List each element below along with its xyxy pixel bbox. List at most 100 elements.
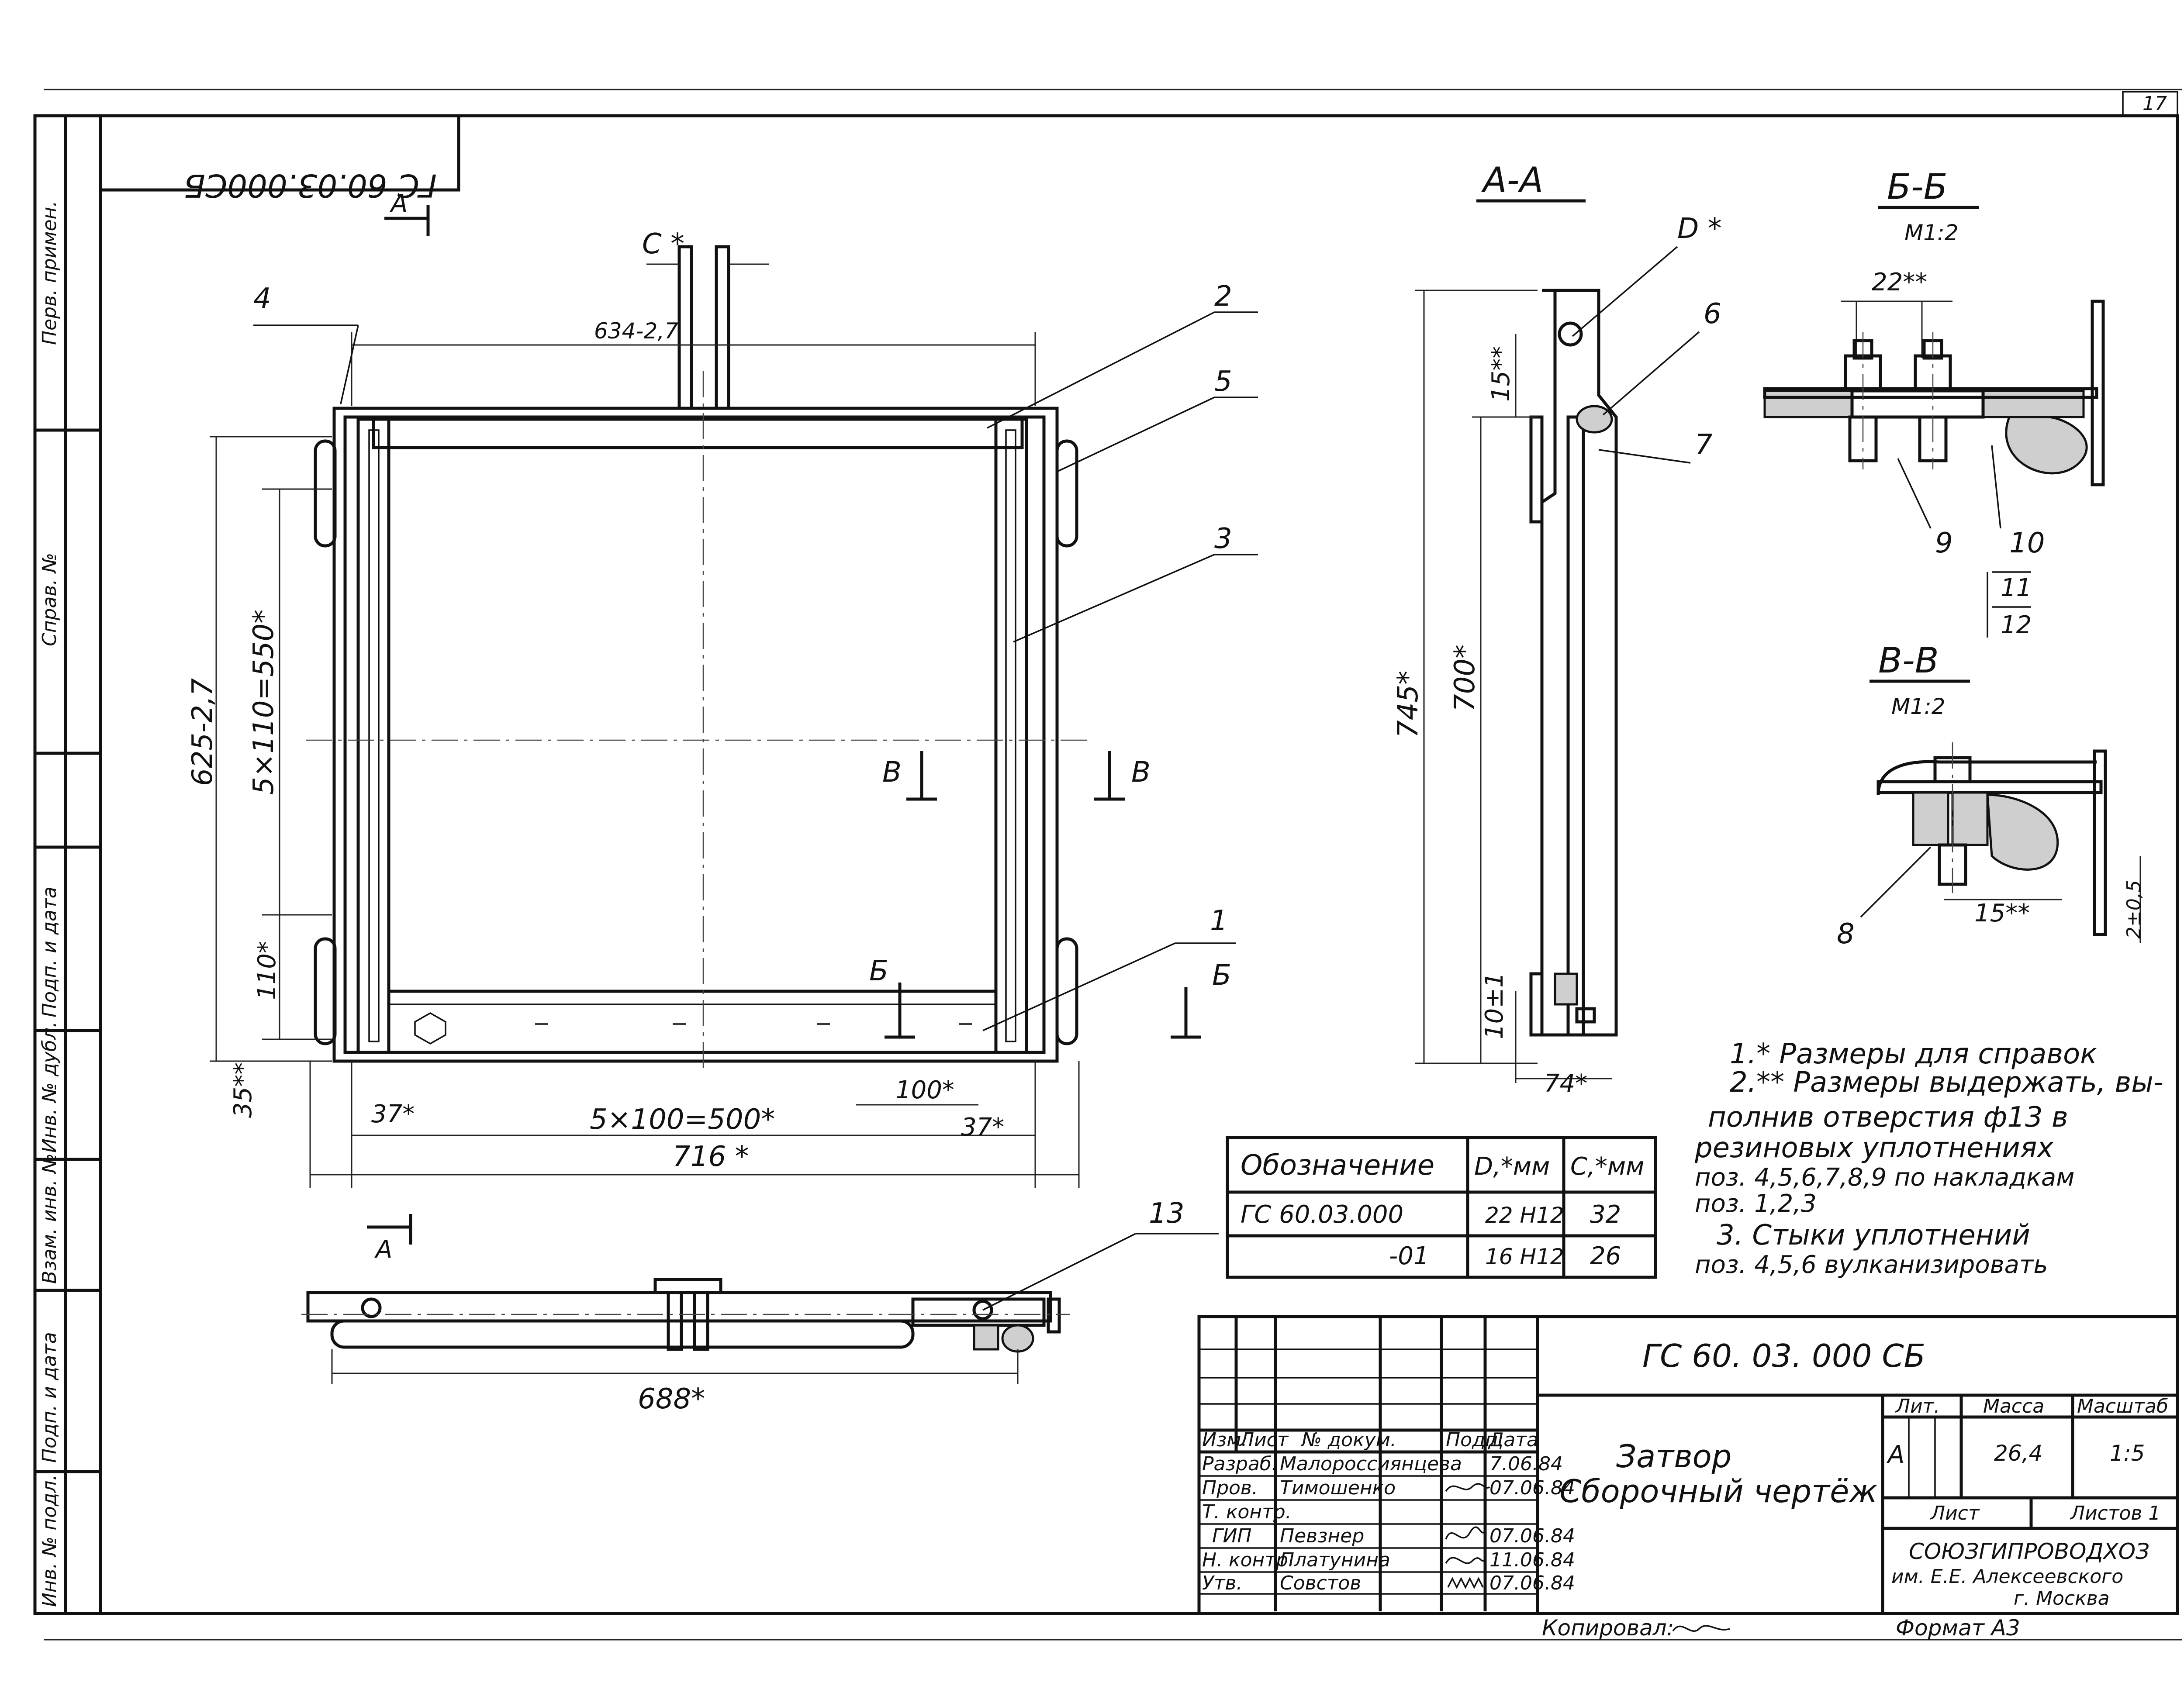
copied-label: Копировал:: [1542, 1615, 1674, 1641]
tb-col-doc: № докум.: [1300, 1429, 1396, 1451]
section-bb: Б-Б М1:2 22** 9 10 11 12: [1763, 166, 2105, 639]
bb-dim-22: 22**: [1872, 268, 1927, 297]
tb-name-approver: Совстов: [1280, 1572, 1361, 1594]
note-line-7: 3. Стыки уплотнений: [1717, 1219, 2030, 1252]
tb-date-checker: 07.06.84: [1489, 1477, 1575, 1499]
pos-6: 6: [1704, 298, 1721, 330]
section-vv-title: В-В: [1878, 640, 1939, 681]
left-binding-strip: Перв. примен. Справ. № Подп. и дата Инв.…: [33, 114, 102, 1615]
tb-org-line-1: СОЮЗГИПРОВОДХОЗ: [1909, 1539, 2149, 1564]
tb-date-norm-control: 11.06.84: [1489, 1549, 1575, 1571]
note-line-6: поз. 1,2,3: [1695, 1190, 1817, 1218]
tb-scale-label: Масштаб: [2077, 1395, 2168, 1417]
cut-b-left: Б: [869, 955, 888, 987]
variants-row2-d: 16 Н12: [1485, 1244, 1564, 1269]
dim-110: 110*: [253, 941, 281, 1000]
aa-dim-d: D *: [1677, 213, 1722, 245]
tb-name-line-2: Сборочный чертёж: [1559, 1473, 1877, 1510]
vv-dim-2: 2±0,5: [2123, 880, 2145, 939]
tb-date-approver: 07.06.84: [1489, 1572, 1575, 1594]
strip-label-ref-no: Справ. №: [38, 553, 61, 646]
section-aa-title: А-А: [1481, 160, 1543, 200]
tb-role-tech-control: Т. контр.: [1202, 1501, 1292, 1523]
dim-height: 625-2,7: [187, 678, 219, 786]
variants-table: Обозначение D,*мм C,*мм ГС 60.03.000 22 …: [1226, 1136, 1657, 1279]
tb-mass-label: Масса: [1983, 1395, 2044, 1417]
tb-date-developer: 7.06.84: [1489, 1453, 1563, 1475]
tb-scale-value: 1:5: [2110, 1441, 2145, 1466]
tb-sheets-label: Листов 1: [2070, 1502, 2160, 1524]
tb-lit-label: Лит.: [1895, 1395, 1940, 1417]
tb-col-sign: Подп.: [1446, 1429, 1504, 1451]
tb-role-checker: Пров.: [1202, 1477, 1258, 1499]
dim-pitch-horizontal: 5×100=500*: [590, 1103, 775, 1136]
bottom-view: 688* 13: [301, 1197, 1219, 1415]
pos-13: 13: [1149, 1197, 1184, 1230]
strip-label-first-use: Перв. примен.: [38, 201, 61, 345]
aa-dim-74: 74*: [1544, 1069, 1587, 1098]
format-label: Формат А3: [1896, 1615, 2020, 1641]
tb-role-norm-control: Н. контр.: [1202, 1549, 1294, 1571]
pos-5: 5: [1214, 365, 1232, 398]
dim-688: 688*: [638, 1383, 705, 1415]
pos-3: 3: [1214, 523, 1232, 555]
tb-role-gip: ГИП: [1212, 1525, 1252, 1547]
pos-9: 9: [1935, 527, 1953, 559]
dim-37-right: 37*: [961, 1113, 1004, 1141]
tb-date-gip: 07.06.84: [1489, 1525, 1575, 1547]
variants-row1-designation: ГС 60.03.000: [1241, 1200, 1403, 1229]
strip-label-replace-inv: Взам. инв. №: [38, 1153, 61, 1284]
section-vv-scale: М1:2: [1891, 694, 1946, 719]
section-bb-title: Б-Б: [1887, 166, 1948, 207]
note-line-3: полнив отверстия ф13 в: [1708, 1101, 2068, 1134]
dim-pitch-vertical: 5×110=550*: [248, 610, 280, 795]
tb-name-developer: Малороссиянцева: [1280, 1453, 1462, 1475]
section-aa: А-А 745* 700* 15** 10±1 74* D * 6 7: [1392, 160, 1722, 1098]
vv-dim-15: 15**: [1974, 899, 2030, 928]
tb-role-approver: Утв.: [1202, 1572, 1242, 1594]
section-bb-scale: М1:2: [1904, 220, 1959, 245]
tb-role-developer: Разраб.: [1202, 1453, 1278, 1475]
mirrored-stamp: ГС 60.03.000СБ: [99, 114, 460, 204]
tb-col-izm: Изм.: [1202, 1429, 1248, 1451]
tb-org-line-3: г. Москва: [2014, 1587, 2110, 1610]
variants-row1-c: 32: [1590, 1200, 1621, 1229]
pos-2: 2: [1214, 280, 1232, 313]
tb-org-line-2: им. Е.Е. Алексеевского: [1891, 1565, 2123, 1588]
aa-dim-700: 700*: [1449, 645, 1481, 712]
pos-4: 4: [253, 283, 271, 315]
pos-10: 10: [2009, 527, 2045, 559]
note-line-8: поз. 4,5,6 вулканизировать: [1695, 1251, 2048, 1279]
dim-100: 100*: [895, 1076, 954, 1104]
tb-name-checker: Тимошенко: [1280, 1477, 1396, 1499]
strip-label-dup-inv: Инв. № дубл.: [38, 1021, 61, 1153]
notes: 1.* Размеры для справок 2.** Размеры выд…: [1694, 1038, 2163, 1279]
section-mark-a-top: А: [390, 190, 408, 218]
dim-37-left: 37*: [371, 1100, 415, 1128]
cut-b-right: Б: [1212, 959, 1231, 992]
note-line-2: 2.** Размеры выдержать, вы-: [1730, 1066, 2163, 1099]
tb-col-date: Дата: [1488, 1429, 1538, 1451]
section-mark-a-bottom: А: [374, 1235, 392, 1264]
title-block: Изм. Лист № докум. Подп. Дата Разраб. Ма…: [1197, 1315, 2179, 1615]
tb-name-line-1: Затвор: [1616, 1438, 1731, 1475]
tb-col-list: Лист: [1239, 1429, 1289, 1451]
strip-label-sign-date-1: Подп. и дата: [38, 886, 61, 1017]
tb-sheet-label: Лист: [1930, 1502, 1980, 1524]
strip-label-orig-inv: Инв. № подл.: [38, 1474, 61, 1607]
variants-row2-c: 26: [1590, 1242, 1621, 1270]
pos-7: 7: [1695, 429, 1713, 461]
dim-716: 716 *: [673, 1141, 749, 1173]
tb-lit-value: А: [1887, 1441, 1904, 1469]
variants-header-c: C,*мм: [1570, 1152, 1644, 1181]
main-view: А А С * 634-2,7 625-2,7 5×110=550* 110* …: [187, 190, 1258, 1264]
note-line-1: 1.* Размеры для справок: [1730, 1038, 2097, 1070]
pos-8: 8: [1837, 918, 1855, 950]
cut-v-left: В: [882, 756, 902, 789]
tb-name-norm-control: Платунина: [1280, 1549, 1390, 1571]
pos-11: 11: [2001, 574, 2032, 602]
section-vv: В-В М1:2 8 15** 2±0,5: [1837, 640, 2145, 950]
variants-row2-designation: -01: [1389, 1242, 1429, 1270]
copied-signature: [1672, 1625, 1730, 1632]
